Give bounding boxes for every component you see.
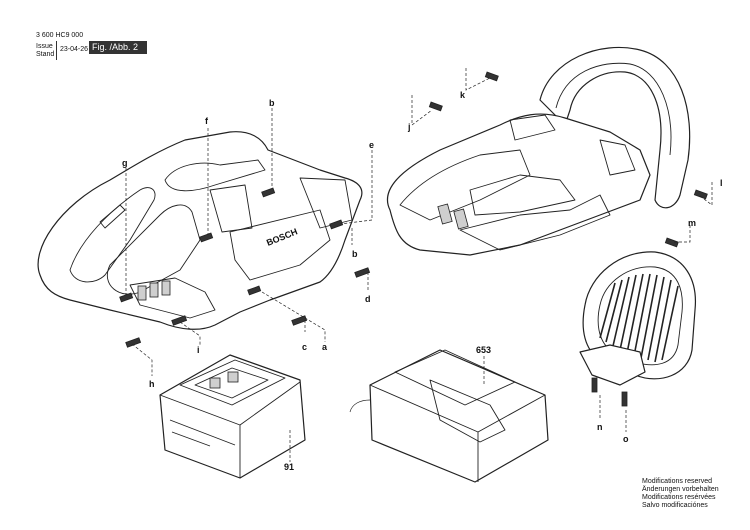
- callout-battery-91: 91: [284, 462, 294, 472]
- left-housing-half: BOSCH: [37, 131, 363, 330]
- callout-h: h: [149, 379, 155, 389]
- callout-charger-653: 653: [476, 345, 491, 355]
- battery-charger: [349, 349, 549, 483]
- callout-k: k: [460, 90, 466, 100]
- callout-b-right: b: [352, 249, 358, 259]
- callout-i: i: [197, 345, 200, 355]
- callout-o: o: [623, 434, 629, 444]
- battery-pack: [159, 354, 306, 479]
- grille-slots: [599, 273, 679, 363]
- right-housing-half: [386, 46, 691, 256]
- callout-a: a: [322, 342, 328, 352]
- modification-notice: Modifications reserved Änderungen vorbeh…: [642, 478, 719, 510]
- callout-l: l: [720, 178, 723, 188]
- callout-g: g: [122, 158, 128, 168]
- right-housing-screws: [428, 71, 708, 248]
- callout-f: f: [205, 116, 209, 126]
- callout-m: m: [688, 218, 696, 228]
- header-divider: [56, 41, 57, 60]
- air-grille-cover: [579, 251, 697, 407]
- document-number: 3 600 HC9 000: [36, 32, 84, 39]
- note-de: Änderungen vorbehalten: [642, 486, 719, 493]
- stand-label: Stand: [36, 51, 55, 58]
- callout-c: c: [302, 342, 307, 352]
- figure-label: Fig. /Abb. 2: [89, 41, 147, 54]
- note-fr: Modifications resérvées: [642, 494, 716, 501]
- issue-label: Issue: [36, 43, 53, 50]
- note-en: Modifications reserved: [642, 478, 713, 485]
- note-es: Salvo modificaciónes: [642, 502, 708, 509]
- issue-date: 23-04-26: [60, 46, 89, 53]
- callout-b-top: b: [269, 98, 275, 108]
- left-housing-screws: [119, 187, 371, 348]
- callout-n: n: [597, 422, 603, 432]
- callout-d: d: [365, 294, 371, 304]
- callout-j: j: [407, 122, 411, 132]
- callout-e: e: [369, 140, 374, 150]
